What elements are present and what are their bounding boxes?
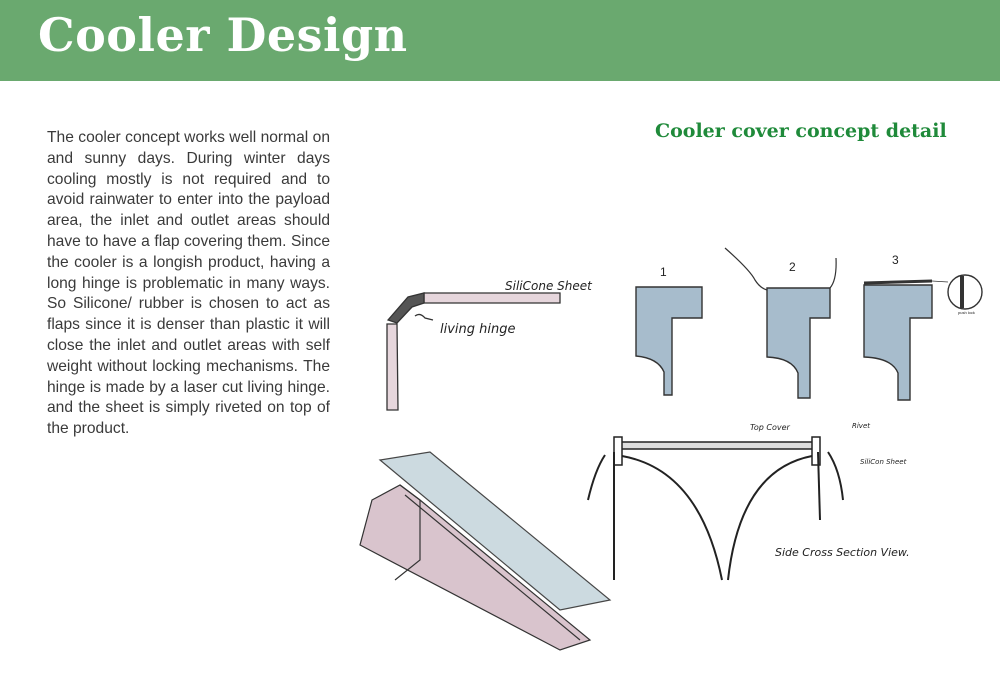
- detail-title: Cooler cover concept detail: [655, 120, 947, 142]
- step-3-label: 3: [892, 253, 899, 267]
- section-caption: Side Cross Section View.: [775, 546, 910, 559]
- step-3-profile: [863, 284, 933, 401]
- living-hinge-label: living hinge: [440, 322, 516, 337]
- cooler-perspective-sketch: [359, 451, 612, 651]
- page-title: Cooler Design: [38, 8, 408, 62]
- push-lock-label: push lock: [958, 310, 975, 315]
- cover-steps: 1 2 3 push lock: [635, 247, 983, 401]
- header-bar: Cooler Design: [0, 0, 1000, 81]
- rivet-label: Rivet: [852, 422, 870, 430]
- silicone-sheet-section-label: SiliCon Sheet: [860, 458, 907, 466]
- step-2-profile: [766, 287, 831, 399]
- step-1-profile: [635, 286, 703, 396]
- top-cover-label: Top Cover: [750, 423, 791, 432]
- silicone-sheet-label: SiliCone Sheet: [505, 279, 593, 293]
- step-2-label: 2: [789, 260, 796, 274]
- description-paragraph: The cooler concept works well normal on …: [47, 129, 330, 438]
- cross-section-sketch: Top Cover Rivet SiliCon Sheet Side Cross…: [587, 422, 910, 581]
- living-hinge-sketch: SiliCone Sheet living hinge: [386, 279, 593, 411]
- step-1-label: 1: [660, 265, 667, 279]
